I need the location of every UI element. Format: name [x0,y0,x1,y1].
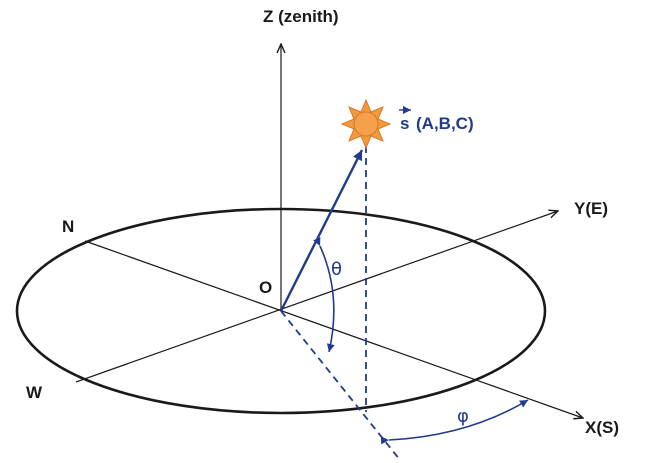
projection-line [280,310,401,461]
sun-vector-symbol: s [400,114,409,133]
sun-vector-coords: (A,B,C) [416,114,474,133]
south-label: X(S) [585,418,619,437]
origin-label: O [259,278,272,297]
east-label: Y(E) [574,199,608,218]
sun-vector-label: s (A,B,C) [399,106,474,133]
theta-label: θ [331,259,342,280]
north-label: N [62,217,74,236]
sun-vector [279,149,364,312]
y-axis [75,211,558,383]
sun-icon [340,98,392,150]
west-label: W [26,383,43,402]
zenith-label: Z (zenith) [263,7,339,26]
theta-arc [313,237,335,353]
phi-arc [380,399,529,445]
phi-label: φ [457,406,469,427]
